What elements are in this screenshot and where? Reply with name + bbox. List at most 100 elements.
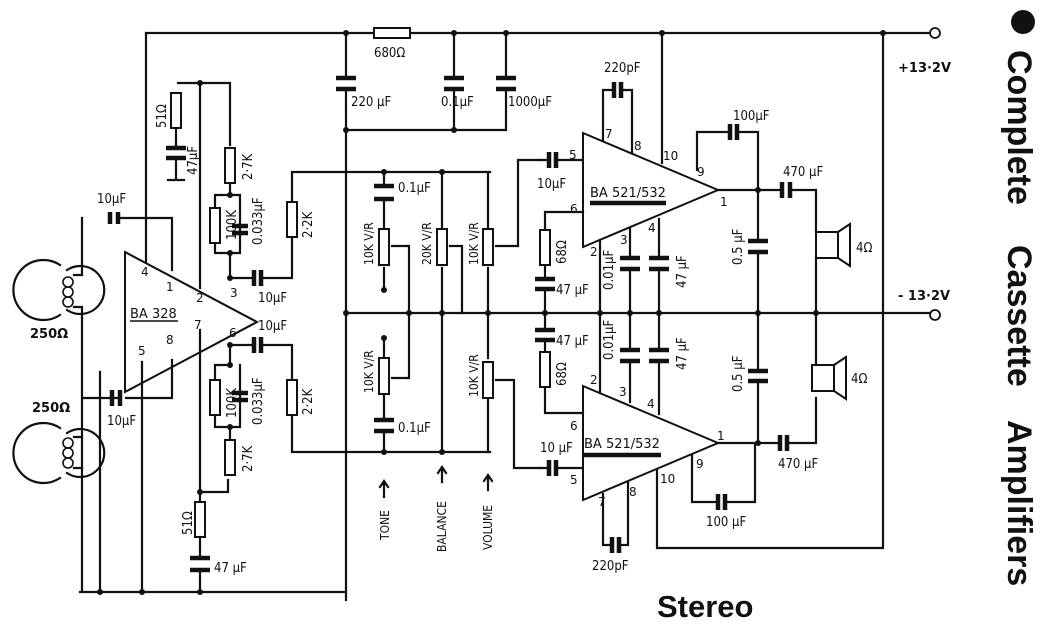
svg-text:47 µF: 47 µF (556, 334, 589, 349)
positive-terminal (929, 27, 941, 39)
svg-text:250Ω: 250Ω (30, 327, 68, 342)
svg-text:0.033µF: 0.033µF (251, 377, 266, 425)
side-heading: Complete Cassette Amplifiers (1000, 10, 1038, 586)
stereo-title: Stereo (657, 589, 753, 624)
svg-text:2·7K: 2·7K (241, 445, 256, 472)
svg-text:20K V/R: 20K V/R (420, 222, 434, 265)
tone-label: TONE (378, 510, 392, 541)
svg-text:470 µF: 470 µF (778, 457, 818, 472)
svg-text:7: 7 (598, 495, 606, 509)
tape-head-bottom: 250Ω (12, 401, 106, 485)
power-amp-top: 10µF BA 521/532 5 6 7 8 10 9 1 2 3 4 220… (343, 30, 872, 316)
svg-text:9: 9 (696, 457, 704, 471)
svg-text:51Ω: 51Ω (181, 511, 196, 535)
svg-text:0.1µF: 0.1µF (398, 181, 431, 196)
speaker-top: 4Ω (815, 222, 872, 268)
svg-text:4: 4 (647, 397, 655, 411)
svg-text:Cassette: Cassette (1000, 245, 1038, 387)
svg-text:2·2K: 2·2K (301, 388, 316, 415)
svg-text:10 µF: 10 µF (540, 441, 573, 456)
svg-text:10µF: 10µF (537, 177, 566, 192)
svg-text:Amplifiers: Amplifiers (1000, 420, 1038, 586)
svg-text:10K V/R: 10K V/R (467, 222, 481, 265)
svg-text:BA 521/532: BA 521/532 (584, 437, 660, 452)
svg-text:0.01µF: 0.01µF (602, 320, 617, 360)
svg-text:3: 3 (620, 233, 628, 247)
speaker-bottom: 4Ω (811, 355, 867, 401)
volume-label: VOLUME (481, 505, 495, 550)
svg-text:1: 1 (717, 429, 725, 443)
label-1000uf: 1000µF (508, 95, 552, 110)
negative-rail: - 13·2V (344, 289, 950, 321)
tone-pot-top[interactable] (378, 228, 390, 266)
svg-text:5: 5 (569, 148, 577, 162)
svg-text:10: 10 (663, 149, 678, 163)
svg-text:9: 9 (697, 165, 705, 179)
volume-pot-top[interactable] (482, 228, 494, 266)
svg-text:4: 4 (648, 221, 656, 235)
svg-text:100 µF: 100 µF (706, 515, 746, 530)
svg-text:1: 1 (166, 280, 174, 294)
svg-text:47 µF: 47 µF (675, 337, 690, 370)
preamp-ic-label: BA 328 (130, 307, 177, 322)
positive-voltage-label: +13·2V (898, 61, 951, 76)
svg-text:7: 7 (605, 127, 613, 141)
tape-head-top: 250Ω (12, 258, 106, 342)
tone-pot-bottom[interactable] (378, 357, 390, 395)
svg-text:10K V/R: 10K V/R (362, 222, 376, 265)
right-return-wire (655, 31, 885, 550)
svg-text:10µF: 10µF (258, 319, 287, 334)
svg-text:250Ω: 250Ω (32, 401, 70, 416)
svg-text:5: 5 (570, 473, 578, 487)
svg-text:2·2K: 2·2K (301, 211, 316, 238)
svg-text:0.033µF: 0.033µF (251, 197, 266, 245)
svg-text:51Ω: 51Ω (155, 104, 170, 128)
svg-text:10K V/R: 10K V/R (467, 354, 481, 397)
svg-text:470 µF: 470 µF (783, 165, 823, 180)
svg-text:100K: 100K (225, 388, 240, 418)
svg-text:10K V/R: 10K V/R (362, 350, 376, 393)
svg-text:0.01µF: 0.01µF (602, 250, 617, 290)
svg-text:47 µF: 47 µF (214, 561, 247, 576)
positive-rail: +13·2V (144, 27, 951, 76)
svg-text:10µF: 10µF (107, 414, 136, 429)
svg-text:5: 5 (138, 344, 146, 358)
svg-text:47 µF: 47 µF (556, 283, 589, 298)
svg-text:220pF: 220pF (592, 559, 629, 574)
svg-text:6: 6 (229, 326, 237, 340)
svg-text:0.1µF: 0.1µF (398, 421, 431, 436)
svg-text:0.5 µF: 0.5 µF (731, 228, 746, 265)
svg-text:10µF: 10µF (97, 192, 126, 207)
bullet-icon (1011, 10, 1035, 34)
svg-text:47 µF: 47 µF (675, 255, 690, 288)
svg-text:0.5 µF: 0.5 µF (731, 355, 746, 392)
svg-text:BA 521/532: BA 521/532 (590, 186, 666, 201)
svg-text:2: 2 (590, 245, 598, 259)
svg-text:220pF: 220pF (604, 61, 641, 76)
balance-pot[interactable] (436, 228, 448, 266)
svg-text:68Ω: 68Ω (555, 240, 570, 264)
svg-text:8: 8 (629, 485, 637, 499)
svg-text:100µF: 100µF (733, 109, 770, 124)
svg-text:6: 6 (570, 419, 578, 433)
volume-pot-bottom[interactable] (482, 361, 494, 399)
supply-filter: 680Ω 220 µF 0.1µF 1000µF (336, 27, 552, 602)
negative-terminal (929, 309, 941, 321)
svg-text:8: 8 (166, 333, 174, 347)
resistor-680 (373, 27, 411, 39)
label-0-1uf: 0.1µF (441, 95, 474, 110)
svg-text:68Ω: 68Ω (555, 362, 570, 386)
svg-text:3: 3 (230, 286, 238, 300)
svg-text:6: 6 (570, 202, 578, 216)
label-680: 680Ω (374, 46, 405, 61)
svg-text:47µF: 47µF (186, 146, 201, 175)
svg-text:Complete: Complete (1000, 50, 1038, 205)
svg-text:8: 8 (634, 139, 642, 153)
svg-text:10µF: 10µF (258, 291, 287, 306)
svg-text:4Ω: 4Ω (856, 241, 872, 256)
preamp-ic: BA 328 4 1 2 3 7 6 5 8 (124, 250, 260, 394)
svg-text:4: 4 (141, 265, 149, 279)
svg-text:10: 10 (660, 472, 675, 486)
svg-text:2: 2 (196, 291, 204, 305)
